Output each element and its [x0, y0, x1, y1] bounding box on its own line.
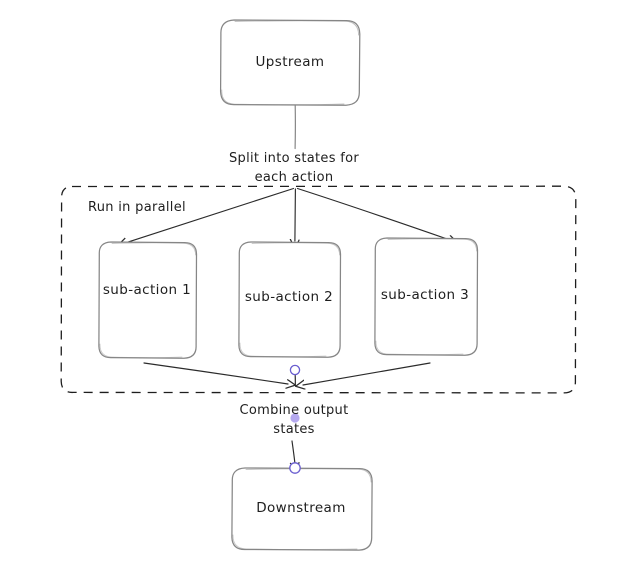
arrow-sub-action-3-to-combine: [303, 362, 431, 385]
sub-action-1-box[interactable]: [98, 241, 198, 359]
combine-ring-junction-icon[interactable]: [289, 364, 301, 376]
downstream-box[interactable]: [231, 467, 373, 551]
sub-action-2-box[interactable]: [238, 241, 342, 358]
upstream-box[interactable]: [219, 19, 361, 106]
combine-dot-junction-icon[interactable]: [290, 413, 300, 423]
arrow-split-to-sub-action-3: [296, 187, 451, 241]
arrow-split-to-sub-action-2: [295, 188, 296, 241]
downstream-ring-junction-icon[interactable]: [289, 462, 301, 474]
arrow-combine-to-downstream: [292, 440, 295, 464]
parallel-group-border[interactable]: [60, 185, 577, 394]
split-arrows: [125, 187, 451, 244]
combine-arrows: [143, 362, 431, 386]
arrow-sub-action-1-to-combine: [143, 362, 288, 384]
sub-action-3-box[interactable]: [374, 237, 479, 356]
arrow-split-to-sub-action-1: [125, 187, 295, 244]
